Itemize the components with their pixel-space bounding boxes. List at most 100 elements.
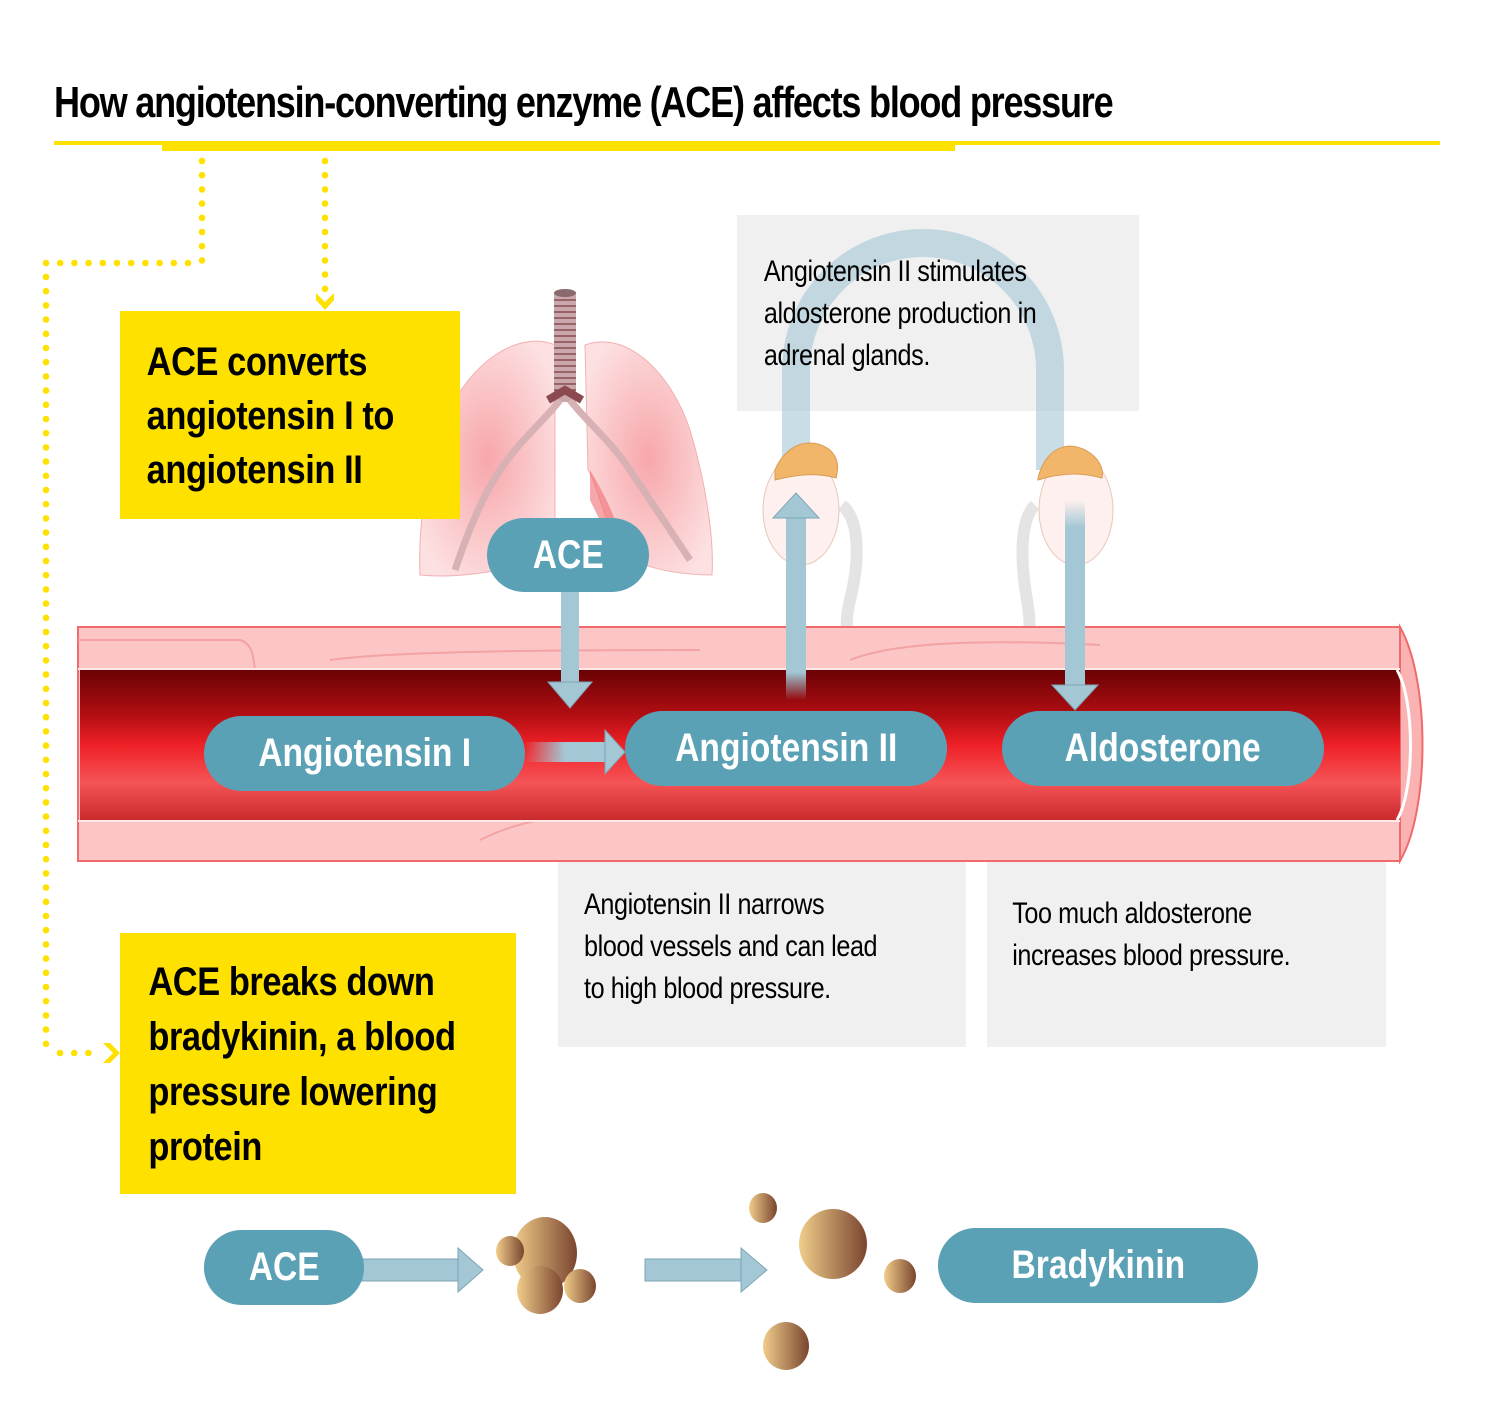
connector-dot: [42, 657, 50, 664]
connector-dot: [42, 287, 50, 295]
connector-dot: [42, 429, 50, 437]
connector-dot: [113, 259, 121, 267]
connector-dot: [56, 259, 64, 267]
connector-dot: [42, 685, 50, 693]
connector-dot: [198, 157, 206, 165]
arrow-adrenal-to-aldosterone: [1050, 500, 1100, 711]
bradykinin-cluster: [496, 1217, 596, 1314]
connector-dot: [42, 1040, 50, 1048]
arrow-fragments-split: [644, 1246, 768, 1294]
connector-arrowhead-right: [103, 1043, 120, 1063]
connector-dot: [42, 444, 50, 451]
connector-dot: [42, 628, 50, 636]
note-narrows: Angiotensin II narrows blood vessels and…: [558, 862, 966, 1047]
callout-line: protein: [148, 1125, 262, 1169]
connector-dot: [42, 373, 50, 380]
connector-dot: [321, 200, 329, 207]
connector-dot: [42, 415, 50, 423]
connector-dot: [42, 642, 50, 650]
note-line: increases blood pressure.: [1012, 939, 1291, 972]
pill-bradykinin: Bradykinin: [938, 1228, 1258, 1303]
connector-dot: [42, 586, 50, 593]
connector-dot: [42, 784, 50, 792]
connector-dot: [42, 955, 50, 962]
note-line: Too much aldosterone: [1012, 897, 1252, 930]
connector-dot: [42, 401, 50, 409]
pill-ace-lungs: ACE: [487, 518, 649, 592]
arrow-ace-to-fragments: [361, 1246, 484, 1294]
page-title: How angiotensin-converting enzyme (ACE) …: [54, 78, 1114, 127]
connector-dot: [42, 926, 50, 934]
connector-dot: [42, 316, 50, 323]
kidney-left-illustration: [762, 442, 863, 641]
connector-dot: [198, 242, 206, 250]
dotted-connector-converts: [321, 157, 329, 293]
note-aldosterone: Too much aldosterone increases blood pre…: [987, 862, 1386, 1047]
connector-dot: [42, 486, 50, 494]
connector-dot: [198, 186, 206, 193]
callout-line: bradykinin, a blood: [148, 1015, 456, 1059]
connector-dot: [42, 557, 50, 565]
callout-line: ACE converts: [146, 340, 368, 384]
connector-dot: [42, 671, 50, 678]
connector-dot: [42, 997, 50, 1005]
callout-line: angiotensin II: [146, 448, 363, 492]
callout-line: angiotensin I to: [146, 394, 395, 438]
connector-dot: [42, 571, 50, 579]
arrow-ace-to-angiotensin: [546, 590, 594, 709]
connector-dot: [42, 969, 50, 977]
connector-dot: [42, 841, 50, 849]
connector-dot: [42, 870, 50, 877]
note-line: aldosterone production in: [763, 297, 1037, 330]
connector-dot: [321, 214, 329, 222]
connector-dot: [42, 387, 50, 394]
connector-dot: [42, 770, 50, 778]
connector-dot: [42, 713, 50, 721]
note-line: adrenal glands.: [763, 339, 930, 372]
dotted-connector-breaks-down: [42, 157, 206, 1057]
connector-dot: [184, 259, 192, 267]
connector-dot: [42, 344, 50, 352]
connector-dot: [42, 472, 50, 480]
connector-dot: [42, 358, 50, 366]
connector-dot: [42, 302, 50, 309]
connector-arrowhead-down: [316, 293, 334, 310]
connector-dot: [85, 259, 92, 267]
flow-loop: [782, 229, 1064, 470]
connector-dot: [85, 1049, 92, 1057]
connector-dot: [42, 600, 50, 607]
arrow-angiotensin-to-adrenal: [771, 492, 821, 700]
connector-dot: [170, 259, 178, 267]
connector-dot: [42, 756, 50, 764]
connector-dot: [42, 543, 50, 551]
connector-dot: [42, 1012, 50, 1019]
connector-dot: [42, 884, 50, 891]
connector-dot: [42, 799, 50, 806]
connector-dot: [42, 742, 50, 749]
callout-line: pressure lowering: [148, 1070, 438, 1114]
connector-dot: [321, 271, 329, 278]
connector-dot: [42, 500, 50, 508]
connector-dot: [156, 259, 163, 267]
connector-dot: [42, 515, 50, 522]
connector-dot: [42, 912, 50, 920]
connector-dot: [42, 529, 50, 536]
connector-dot: [71, 259, 78, 267]
note-line: Angiotensin II stimulates: [763, 255, 1027, 288]
callout-line: ACE breaks down: [148, 960, 435, 1004]
connector-dot: [198, 171, 206, 179]
connector-dot: [321, 285, 329, 293]
callout-ace-breaks-down: ACE breaks down bradykinin, a blood pres…: [120, 933, 516, 1194]
connector-dot: [198, 257, 206, 264]
connector-dot: [42, 983, 50, 991]
connector-dot: [42, 898, 50, 906]
pill-angiotensin-1: Angiotensin I: [204, 716, 525, 791]
note-line: Angiotensin II narrows: [584, 888, 825, 921]
connector-dot: [42, 941, 50, 948]
arrow-angiotensin-1-to-2: [525, 728, 626, 776]
connector-dot: [42, 330, 50, 338]
connector-dot: [321, 171, 329, 179]
connector-dot: [70, 1049, 78, 1057]
connector-dot: [42, 273, 50, 281]
connector-dot: [142, 259, 149, 267]
